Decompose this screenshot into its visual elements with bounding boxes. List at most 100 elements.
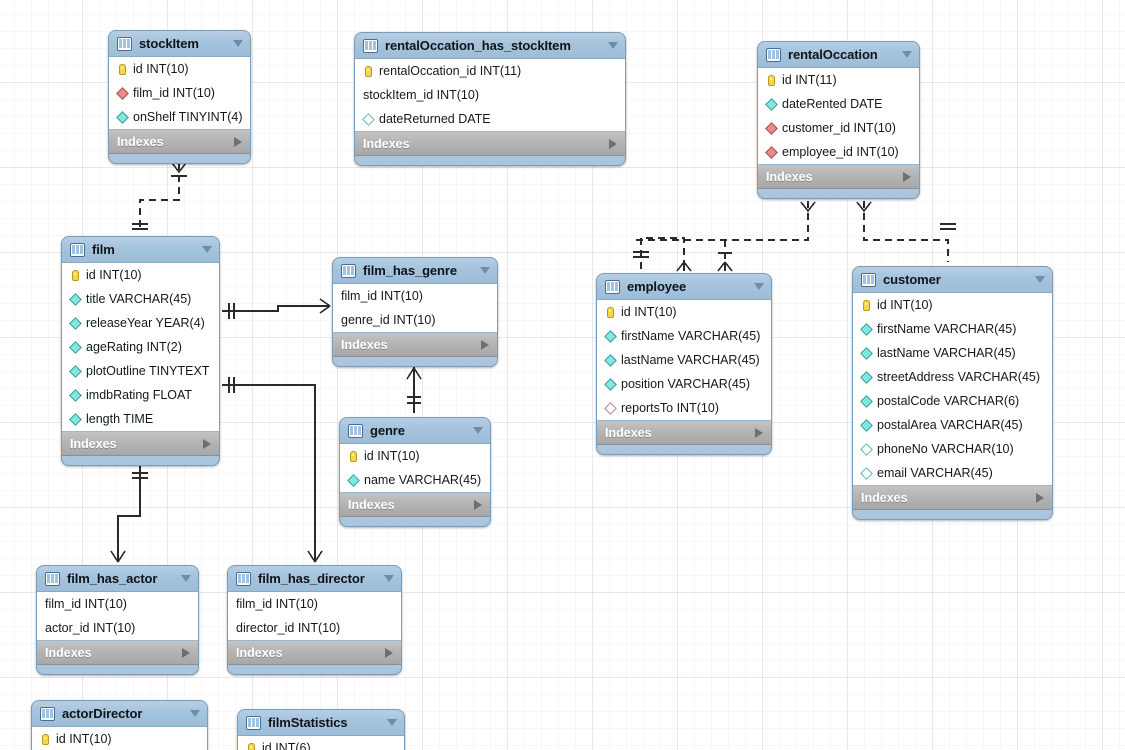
column-row[interactable]: ageRating INT(2) — [62, 335, 219, 359]
indexes-section-rentalOccation[interactable]: Indexes — [758, 165, 919, 189]
column-row[interactable]: id INT(11) — [758, 68, 919, 92]
column-row[interactable]: name VARCHAR(45) — [340, 468, 490, 492]
column-row[interactable]: title VARCHAR(45) — [62, 287, 219, 311]
column-row[interactable]: dateRented DATE — [758, 92, 919, 116]
column-row[interactable]: id INT(10) — [32, 727, 207, 750]
column-row[interactable]: imdbRating FLOAT — [62, 383, 219, 407]
triangle-right-icon[interactable] — [755, 427, 763, 438]
table-header-stockItem[interactable]: stockItem — [109, 31, 250, 57]
table-header-film[interactable]: film — [62, 237, 219, 263]
triangle-right-icon[interactable] — [903, 171, 911, 182]
triangle-right-icon[interactable] — [609, 138, 617, 149]
column-diamond-icon — [604, 377, 617, 391]
table-header-rentalOccation_has_stockItem[interactable]: rentalOccation_has_stockItem — [355, 33, 625, 59]
chevron-down-icon[interactable] — [902, 51, 912, 58]
table-header-film_has_director[interactable]: film_has_director — [228, 566, 401, 592]
indexes-section-rentalOccation_has_stockItem[interactable]: Indexes — [355, 132, 625, 156]
indexes-section-stockItem[interactable]: Indexes — [109, 130, 250, 154]
column-row[interactable]: id INT(10) — [597, 300, 771, 324]
triangle-right-icon[interactable] — [1036, 492, 1044, 503]
chevron-down-icon[interactable] — [384, 575, 394, 582]
indexes-section-film_has_actor[interactable]: Indexes — [37, 641, 198, 665]
indexes-section-film_has_director[interactable]: Indexes — [228, 641, 401, 665]
indexes-section-customer[interactable]: Indexes — [853, 486, 1052, 510]
indexes-section-film[interactable]: Indexes — [62, 432, 219, 456]
column-row[interactable]: phoneNo VARCHAR(10) — [853, 437, 1052, 461]
chevron-down-icon[interactable] — [473, 427, 483, 434]
column-row[interactable]: dateReturned DATE — [355, 107, 625, 131]
table-header-film_has_actor[interactable]: film_has_actor — [37, 566, 198, 592]
chevron-down-icon[interactable] — [754, 283, 764, 290]
column-row[interactable]: film_id INT(10) — [109, 81, 250, 105]
column-row[interactable]: id INT(10) — [853, 293, 1052, 317]
column-row[interactable]: employee_id INT(10) — [758, 140, 919, 164]
chevron-down-icon[interactable] — [1035, 276, 1045, 283]
indexes-section-employee[interactable]: Indexes — [597, 421, 771, 445]
column-row[interactable]: plotOutline TINYTEXT — [62, 359, 219, 383]
column-row[interactable]: onShelf TINYINT(4) — [109, 105, 250, 129]
table-header-filmStatistics[interactable]: filmStatistics — [238, 710, 404, 736]
column-row[interactable]: genre_id INT(10) — [333, 308, 497, 332]
table-header-employee[interactable]: employee — [597, 274, 771, 300]
column-row[interactable]: lastName VARCHAR(45) — [597, 348, 771, 372]
column-nullable-diamond-icon — [860, 442, 873, 456]
table-header-genre[interactable]: genre — [340, 418, 490, 444]
table-header-rentalOccation[interactable]: rentalOccation — [758, 42, 919, 68]
column-row[interactable]: position VARCHAR(45) — [597, 372, 771, 396]
column-row[interactable]: stockItem_id INT(10) — [355, 83, 625, 107]
triangle-right-icon[interactable] — [481, 339, 489, 350]
column-row[interactable]: lastName VARCHAR(45) — [853, 341, 1052, 365]
chevron-down-icon[interactable] — [190, 710, 200, 717]
triangle-right-icon[interactable] — [234, 136, 242, 147]
column-row[interactable]: postalCode VARCHAR(6) — [853, 389, 1052, 413]
column-row[interactable]: rentalOccation_id INT(11) — [355, 59, 625, 83]
table-header-customer[interactable]: customer — [853, 267, 1052, 293]
column-row[interactable]: id INT(10) — [340, 444, 490, 468]
column-row[interactable]: firstName VARCHAR(45) — [853, 317, 1052, 341]
column-row[interactable]: firstName VARCHAR(45) — [597, 324, 771, 348]
chevron-down-icon[interactable] — [608, 42, 618, 49]
chevron-down-icon[interactable] — [480, 267, 490, 274]
chevron-down-icon[interactable] — [387, 719, 397, 726]
column-row[interactable]: customer_id INT(10) — [758, 116, 919, 140]
indexes-section-genre[interactable]: Indexes — [340, 493, 490, 517]
table-genre[interactable]: genre id INT(10) name VARCHAR(45)Indexes — [339, 417, 491, 527]
table-header-actorDirector[interactable]: actorDirector — [32, 701, 207, 727]
column-row[interactable]: film_id INT(10) — [37, 592, 198, 616]
triangle-right-icon[interactable] — [182, 647, 190, 658]
table-header-film_has_genre[interactable]: film_has_genre — [333, 258, 497, 284]
triangle-right-icon[interactable] — [385, 647, 393, 658]
column-row[interactable]: postalArea VARCHAR(45) — [853, 413, 1052, 437]
column-row[interactable]: length TIME — [62, 407, 219, 431]
column-row[interactable]: reportsTo INT(10) — [597, 396, 771, 420]
column-row[interactable]: film_id INT(10) — [228, 592, 401, 616]
chevron-down-icon[interactable] — [233, 40, 243, 47]
column-row[interactable]: actor_id INT(10) — [37, 616, 198, 640]
triangle-right-icon[interactable] — [203, 438, 211, 449]
indexes-section-film_has_genre[interactable]: Indexes — [333, 333, 497, 357]
column-label: id INT(10) — [364, 449, 420, 463]
column-row[interactable]: id INT(6) — [238, 736, 404, 750]
column-row[interactable]: director_id INT(10) — [228, 616, 401, 640]
column-row[interactable]: film_id INT(10) — [333, 284, 497, 308]
chevron-down-icon[interactable] — [202, 246, 212, 253]
chevron-down-icon[interactable] — [181, 575, 191, 582]
column-row[interactable]: streetAddress VARCHAR(45) — [853, 365, 1052, 389]
column-row[interactable]: email VARCHAR(45) — [853, 461, 1052, 485]
triangle-right-icon[interactable] — [474, 499, 482, 510]
column-row[interactable]: id INT(10) — [109, 57, 250, 81]
column-row[interactable]: id INT(10) — [62, 263, 219, 287]
column-row[interactable]: releaseYear YEAR(4) — [62, 311, 219, 335]
